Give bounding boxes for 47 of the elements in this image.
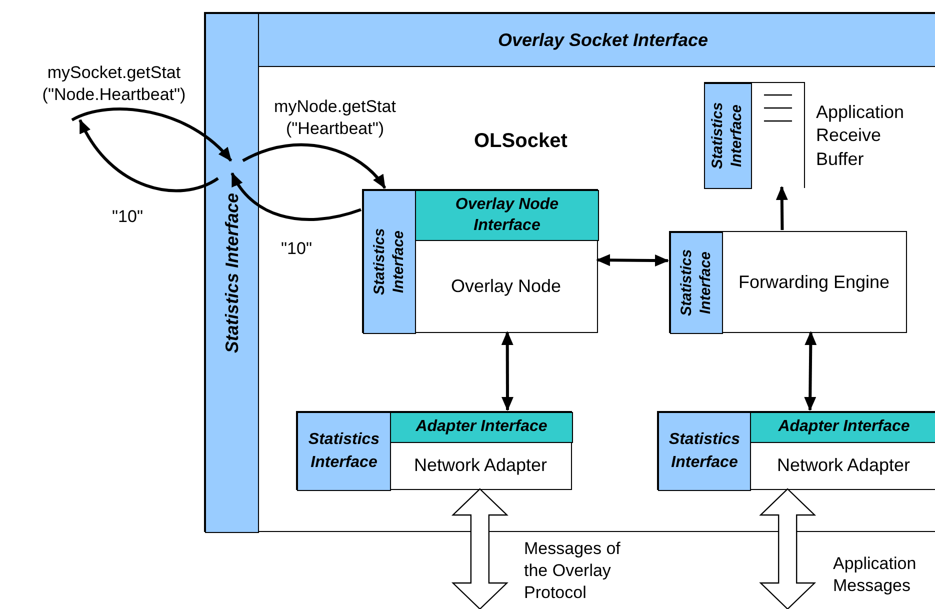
interface-band <box>750 412 935 443</box>
edge-label: myNode.getStat ("Heartbeat") <box>273 96 397 140</box>
interface-label: Statistics Interface <box>222 192 242 354</box>
component-box <box>362 189 598 333</box>
component-box <box>296 411 572 490</box>
component-label: Overlay Node Interface <box>454 194 560 236</box>
component-label: Overlay Socket Interface <box>498 30 708 50</box>
component-box <box>657 411 935 490</box>
interface-band <box>363 190 416 334</box>
interface-band <box>258 13 935 67</box>
component-label: Adapter Interface <box>778 417 910 438</box>
interface-band <box>415 190 599 241</box>
arrow <box>596 254 669 266</box>
call-label: mySocket.getStat ("Node.Heartbeat") <box>41 62 187 106</box>
component-label: Adapter Interface <box>416 417 548 438</box>
interface-band <box>205 13 259 533</box>
component-label: Forwarding Engine <box>738 272 890 292</box>
component-label: Network Adapter <box>414 455 548 476</box>
curved-arrow <box>71 108 232 162</box>
container-title: OLSocket <box>474 130 568 153</box>
arrow <box>776 186 788 230</box>
interface-band <box>297 412 391 491</box>
edge-label: "10" <box>112 206 144 228</box>
edge-label: Application Messages <box>833 553 918 598</box>
component-label: Statistics Interface <box>668 430 742 472</box>
edge-label: Messages of the Overlay Protocol <box>524 538 622 604</box>
component-label: Statistics Interface <box>307 430 381 472</box>
arrow <box>501 331 514 411</box>
interface-label: Statistics Interface <box>370 228 408 298</box>
curved-arrow <box>230 172 362 221</box>
interface-label: Statistics Interface <box>709 102 746 172</box>
component-label: Network Adapter <box>776 455 910 476</box>
buffer-label: Application Receive Buffer <box>816 101 906 171</box>
hollow-double-arrow <box>759 488 816 609</box>
socket-container <box>204 12 935 532</box>
edge-label: "10" <box>281 238 313 260</box>
interface-band <box>390 412 573 443</box>
interface-band <box>658 412 751 491</box>
curved-arrow <box>78 119 219 192</box>
arrow <box>804 331 817 411</box>
component-label: Overlay Node <box>450 276 562 296</box>
interface-band <box>670 232 723 334</box>
curved-arrow <box>242 143 386 189</box>
interface-band <box>704 83 752 189</box>
hollow-double-arrow <box>451 488 508 609</box>
component-box <box>669 231 907 333</box>
interface-label: Statistics Interface <box>678 248 714 318</box>
